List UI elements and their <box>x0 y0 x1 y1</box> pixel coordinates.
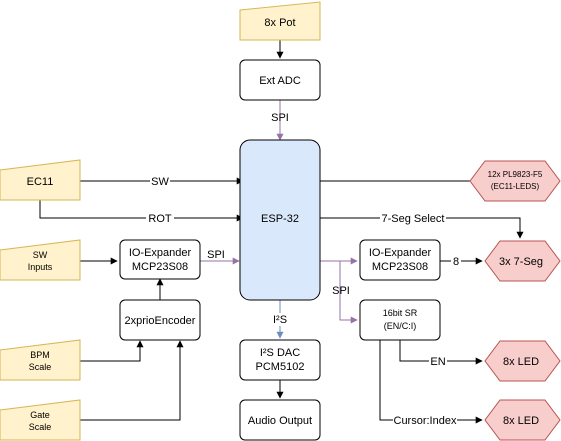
edge-label-rot: ROT <box>148 213 172 225</box>
svg-text:2xprioEncoder: 2xprioEncoder <box>125 315 196 327</box>
edge-label-sw: SW <box>151 176 169 188</box>
edge-ec11-rot <box>39 200 244 222</box>
edge-label-en: EN <box>430 356 445 368</box>
edge-bpm-prio <box>80 340 144 362</box>
node-io-expander-right: IO-Expander MCP23S08 <box>359 239 441 281</box>
edge-label-spi-right: SPI <box>332 285 350 297</box>
node-ext-adc: Ext ADC <box>239 59 321 101</box>
svg-text:(EC11-LEDS): (EC11-LEDS) <box>491 182 540 191</box>
node-esp32: ESP-32 <box>239 139 321 301</box>
node-pl9823-leds: 12x PL9823-F5 (EC11-LEDS) <box>469 160 561 202</box>
svg-text:Audio Output: Audio Output <box>248 415 312 427</box>
svg-text:IO-Expander: IO-Expander <box>129 247 192 259</box>
svg-text:8x LED: 8x LED <box>503 415 539 427</box>
svg-text:BPM: BPM <box>30 350 50 360</box>
edge-gate-prio <box>80 340 184 421</box>
node-led-en: 8x LED <box>484 340 561 382</box>
node-sw-inputs: SW Inputs <box>0 239 81 281</box>
svg-text:PCM5102: PCM5102 <box>256 361 305 373</box>
svg-text:Ext ADC: Ext ADC <box>259 75 301 87</box>
edge-label-8: 8 <box>453 256 459 268</box>
svg-text:MCP23S08: MCP23S08 <box>132 261 188 273</box>
node-io-expander-left: IO-Expander MCP23S08 <box>119 239 201 280</box>
svg-text:16bit SR: 16bit SR <box>383 308 418 318</box>
node-7-segment: 3x 7-Seg <box>484 240 561 282</box>
svg-text:(EN/C:I): (EN/C:I) <box>384 321 417 331</box>
svg-text:3x 7-Seg: 3x 7-Seg <box>499 256 543 268</box>
edge-label-cursor-index: Cursor:Index <box>394 415 457 427</box>
svg-text:ESP-32: ESP-32 <box>261 213 299 225</box>
edge-sr-led-en <box>399 340 483 365</box>
node-gate-scale: Gate Scale <box>0 399 81 441</box>
node-ec11: EC11 <box>0 159 81 201</box>
edge-label-spi-adc: SPI <box>271 112 289 124</box>
edge-sr-led-cursor <box>379 340 483 424</box>
node-8x-pot: 8x Pot <box>239 1 321 41</box>
svg-text:EC11: EC11 <box>27 176 54 188</box>
node-i2s-dac: I²S DAC PCM5102 <box>239 339 321 381</box>
svg-text:I²S DAC: I²S DAC <box>260 347 300 359</box>
edge-label-spi-left: SPI <box>207 249 225 261</box>
svg-text:MCP23S08: MCP23S08 <box>372 261 428 273</box>
svg-text:Gate: Gate <box>30 410 50 420</box>
svg-text:12x PL9823-F5: 12x PL9823-F5 <box>488 170 543 179</box>
svg-text:Scale: Scale <box>29 422 52 432</box>
node-bpm-scale: BPM Scale <box>0 339 81 381</box>
node-shift-register: 16bit SR (EN/C:I) <box>359 299 441 341</box>
edge-label-7seg-select: 7-Seg Select <box>382 213 445 225</box>
svg-text:8x Pot: 8x Pot <box>264 17 295 29</box>
svg-text:SW: SW <box>33 250 48 260</box>
node-led-cursor: 8x LED <box>484 399 561 441</box>
node-audio-output: Audio Output <box>239 399 321 441</box>
svg-text:8x LED: 8x LED <box>503 356 539 368</box>
svg-text:Scale: Scale <box>29 362 52 372</box>
svg-text:IO-Expander: IO-Expander <box>369 247 432 259</box>
node-prio-encoder: 2xprioEncoder <box>119 299 201 341</box>
svg-text:Inputs: Inputs <box>28 262 53 272</box>
edge-esp32-sr-spi <box>339 261 358 324</box>
edge-label-i2s: I²S <box>273 314 287 326</box>
